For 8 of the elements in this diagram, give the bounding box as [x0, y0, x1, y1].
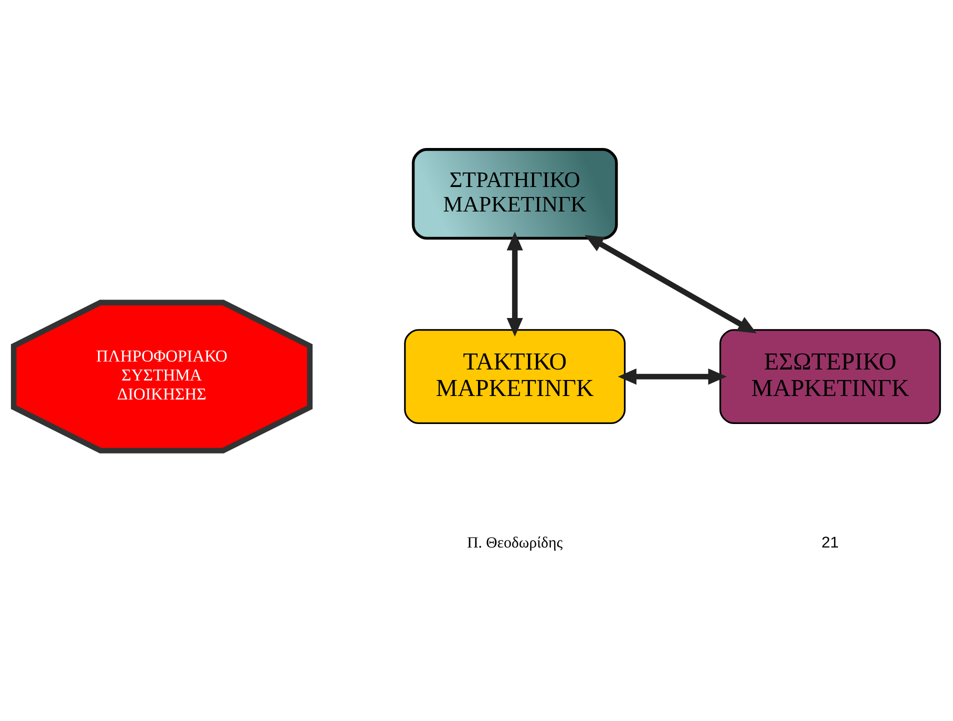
arrow	[617, 368, 726, 385]
label: 21	[821, 534, 838, 552]
arrow	[584, 235, 756, 334]
node-box: ΤΑΚΤΙΚΟ ΜΑΡΚΕΤΙΝΓΚ	[404, 329, 626, 424]
node-box: ΣΤΡΑΤΗΓΙΚΟ ΜΑΡΚΕΤΙΝΓΚ	[411, 148, 618, 240]
node-box: ΕΣΩΤΕΡΙΚΟ ΜΑΡΚΕΤΙΝΓΚ	[718, 329, 940, 424]
label: Π. Θεοδωρίδης	[466, 534, 562, 552]
arrow	[506, 232, 522, 337]
